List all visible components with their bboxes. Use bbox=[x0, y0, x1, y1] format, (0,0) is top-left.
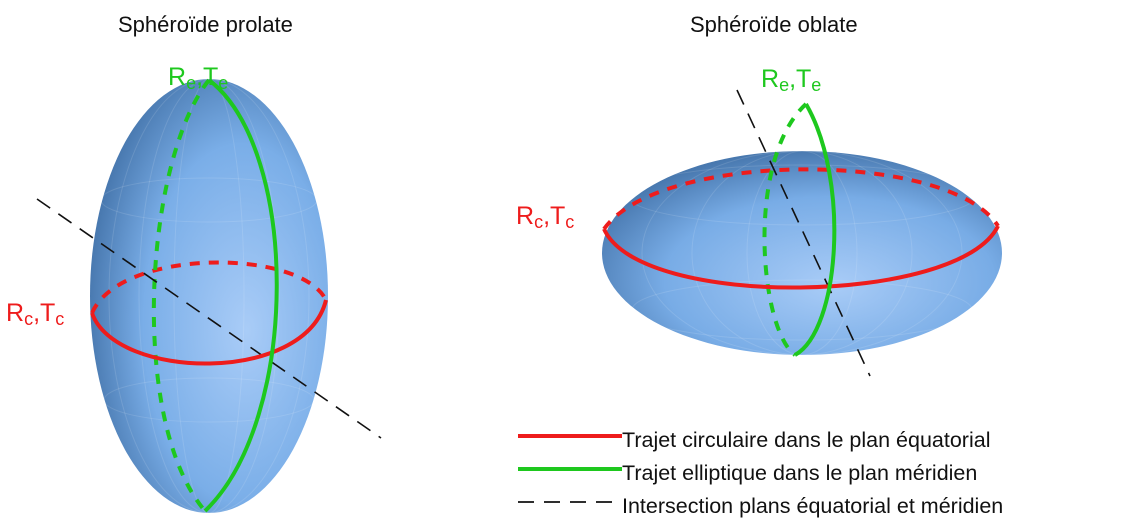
legend-text-meridian: Trajet elliptique dans le plan méridien bbox=[622, 461, 978, 485]
prolate-spheroid bbox=[36, 78, 382, 514]
legend-text-equatorial: Trajet circulaire dans le plan équatoria… bbox=[622, 428, 991, 452]
oblate-equator-back bbox=[602, 167, 1000, 231]
oblate-intersection-line bbox=[736, 89, 871, 377]
prolate-equator-back bbox=[90, 260, 328, 314]
oblate-meridian-label: Re,Te bbox=[761, 65, 822, 95]
oblate-equator-label: Rc,Tc bbox=[516, 202, 575, 232]
prolate-equator-front bbox=[90, 299, 328, 366]
oblate-surface bbox=[602, 151, 1002, 355]
prolate-surface bbox=[90, 79, 328, 513]
prolate-intersection-line bbox=[36, 198, 382, 439]
oblate-equator-front bbox=[602, 225, 1000, 290]
prolate-equator-label: Rc,Tc bbox=[6, 299, 65, 329]
prolate-title: Sphéroïde prolate bbox=[118, 12, 293, 37]
oblate-spheroid bbox=[602, 89, 1002, 377]
oblate-mesh bbox=[626, 150, 978, 356]
prolate-mesh bbox=[100, 78, 318, 514]
legend-text-intersection: Intersection plans équatorial et méridie… bbox=[622, 494, 1004, 518]
legend-swatches bbox=[518, 434, 622, 503]
prolate-meridian-label: Re,Te bbox=[168, 63, 229, 93]
oblate-title: Sphéroïde oblate bbox=[690, 12, 858, 37]
prolate-meridian-front bbox=[203, 78, 279, 513]
oblate-meridian-front bbox=[793, 102, 837, 357]
